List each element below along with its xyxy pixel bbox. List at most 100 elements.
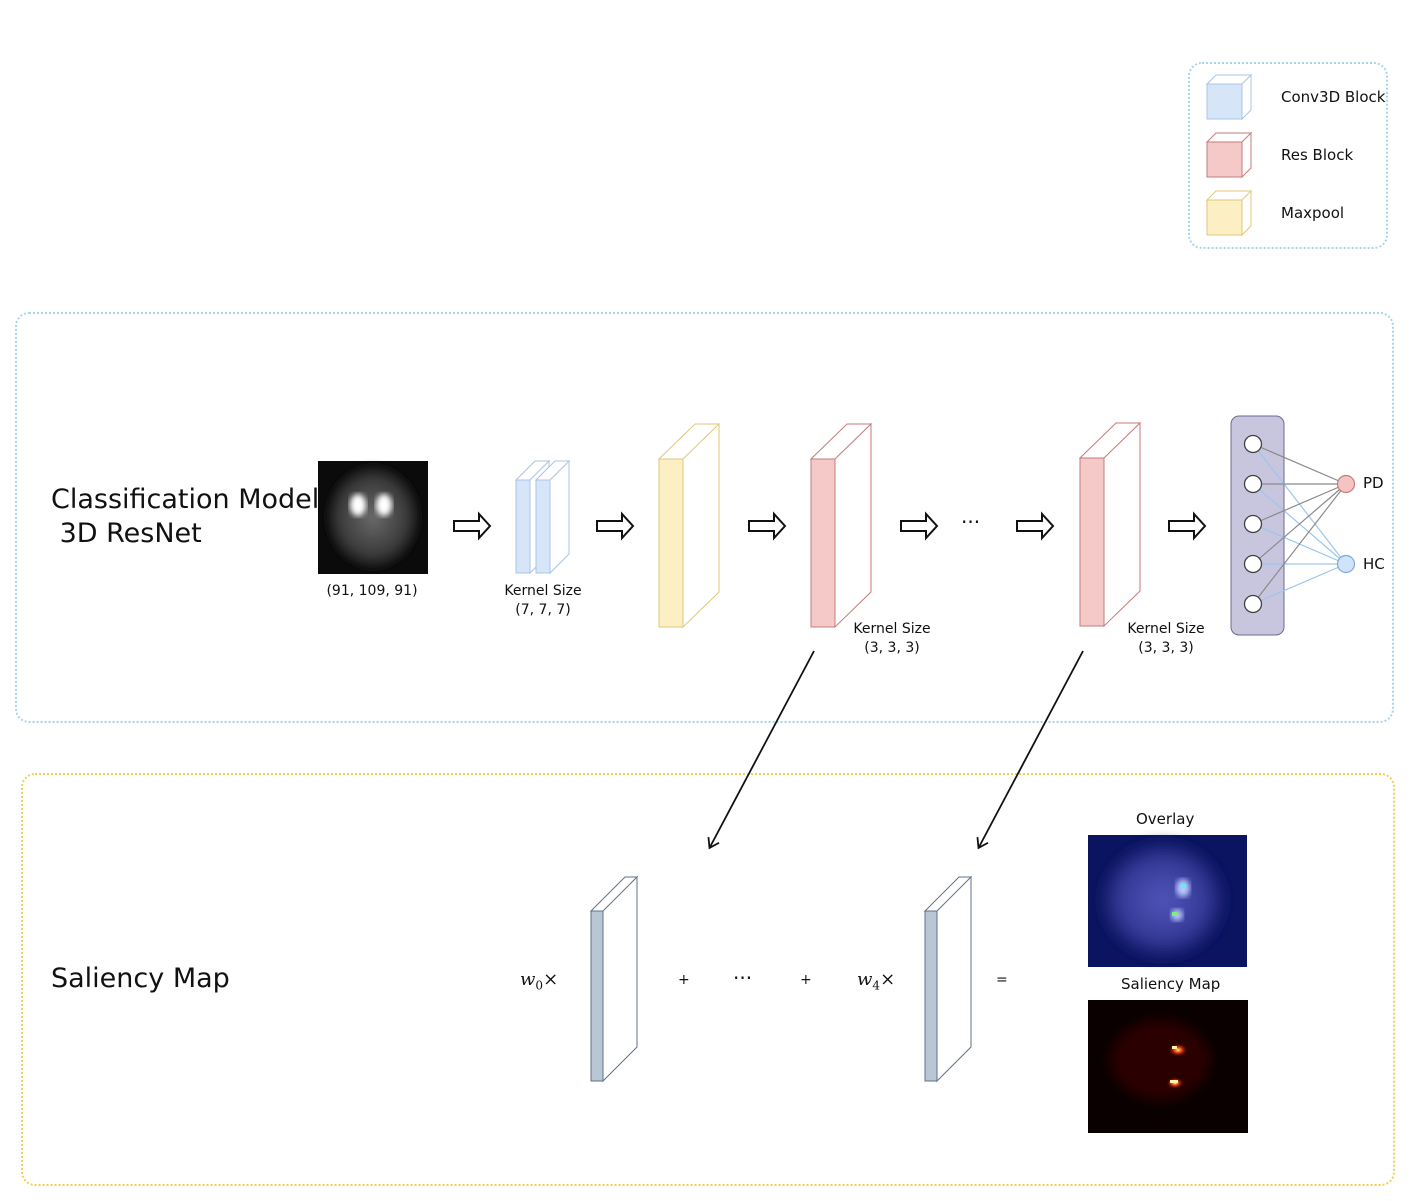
overlay-label: Overlay [1136, 810, 1195, 828]
res-block-2-sides [1078, 421, 1142, 628]
weight-w0-symbol: w [520, 969, 536, 990]
fc-input-node [1243, 514, 1263, 534]
conv3d-sides-2 [534, 459, 571, 575]
legend-cube-maxpool-front [1206, 199, 1243, 236]
conv-kernel-value: (7, 7, 7) [515, 602, 571, 618]
maxpool-front [658, 458, 684, 628]
overlay-pixel-2 [1172, 912, 1177, 916]
model-ellipsis: ··· [961, 510, 981, 534]
res-block-2-front [1079, 457, 1105, 627]
fc-input-node [1243, 554, 1263, 574]
fc-edge [1252, 483, 1347, 565]
conv3d-front-2 [535, 479, 551, 574]
maxpool-sides [657, 422, 721, 629]
classification-model-panel [15, 312, 1394, 723]
feature-map-1-sides [589, 875, 639, 1083]
weight-w0-subscript: 0 [535, 978, 544, 993]
legend-label-res-block: Res Block [1281, 146, 1354, 164]
fc-edge [1252, 563, 1347, 605]
overlay-pixel-1 [1182, 884, 1186, 888]
feature-map-4 [923, 875, 973, 1083]
conv-kernel-title: Kernel Size [504, 583, 582, 599]
res-block-1-front [810, 458, 836, 628]
fc-network [1230, 415, 1356, 636]
input-shape-label: (91, 109, 91) [326, 583, 418, 599]
fc-output-node-pd [1336, 474, 1356, 494]
saliency-hotspot-1 [1168, 1043, 1188, 1057]
legend-cube-res [1205, 131, 1253, 179]
fc-input-node [1243, 434, 1263, 454]
maxpool-block [657, 422, 721, 629]
saliency-ellipsis: ··· [733, 966, 753, 990]
saliency-glow [1110, 1020, 1210, 1100]
input-brain-image [318, 461, 428, 574]
output-label-pd: PD [1363, 474, 1384, 492]
fc-output-node-hc [1336, 554, 1356, 574]
plus-sign-1: + [678, 972, 690, 988]
flow-arrow-2 [596, 511, 635, 541]
striatum-left [350, 494, 366, 516]
striatum-right [376, 494, 392, 516]
res1-kernel-title: Kernel Size [853, 621, 931, 637]
feature-map-4-sides [923, 875, 973, 1083]
legend-label-maxpool: Maxpool [1281, 204, 1345, 222]
weight-w4: w4× [857, 969, 895, 993]
res-block-1 [809, 422, 873, 629]
res1-kernel-label: Kernel Size (3, 3, 3) [842, 620, 942, 658]
fc-input-node [1243, 594, 1263, 614]
fc-nodes [1243, 434, 1356, 614]
model-title: Classification Model 3D ResNet [51, 484, 320, 549]
equals-sign: = [996, 972, 1008, 988]
res2-kernel-value: (3, 3, 3) [1138, 640, 1194, 656]
saliency-title: Saliency Map [51, 963, 230, 994]
res1-kernel-value: (3, 3, 3) [864, 640, 920, 656]
flow-arrow-1 [453, 511, 492, 541]
legend-cube-conv3d [1205, 73, 1253, 121]
overlay-image [1088, 835, 1247, 967]
plus-sign-2: + [800, 972, 812, 988]
fc-input-node [1243, 474, 1263, 494]
fc-edge [1252, 483, 1347, 525]
legend-cube-maxpool [1205, 189, 1253, 237]
flow-arrow-3 [748, 511, 787, 541]
legend-label-conv3d: Conv3D Block [1281, 88, 1386, 106]
weight-w4-symbol: w [857, 969, 873, 990]
weight-w0: w0× [520, 969, 558, 993]
weight-w4-times: × [880, 969, 896, 990]
fc-edges [1252, 443, 1347, 605]
flow-arrow-5 [1016, 511, 1055, 541]
res-block-1-sides [809, 422, 873, 629]
weight-w4-subscript: 4 [872, 978, 881, 993]
overlay-brain [1101, 842, 1225, 958]
arrow-res1-to-feature-map [707, 650, 815, 850]
res2-kernel-label: Kernel Size (3, 3, 3) [1116, 620, 1216, 658]
flow-arrows [453, 511, 1207, 541]
weight-w0-times: × [543, 969, 559, 990]
res2-kernel-title: Kernel Size [1127, 621, 1205, 637]
saliency-pixel-1 [1172, 1046, 1177, 1049]
feature-map-1-front [590, 910, 604, 1082]
conv3d-front-1 [515, 479, 531, 574]
legend-cube-conv3d-front [1206, 83, 1243, 120]
brain-tissue [326, 465, 420, 569]
legend-cube-res-front [1206, 141, 1243, 178]
flow-arrow-4 [900, 511, 939, 541]
feature-map-1 [589, 875, 639, 1083]
flow-arrow-6 [1168, 511, 1207, 541]
legend-panel [1188, 62, 1388, 249]
saliency-map-panel [21, 773, 1395, 1186]
feature-map-4-front [924, 910, 938, 1082]
saliency-heatmap-image [1088, 1000, 1248, 1133]
fc-edge [1252, 483, 1347, 605]
legend-cube-res-sides [1205, 131, 1253, 179]
arrow-res2-to-feature-map [976, 650, 1084, 850]
saliency-image-label: Saliency Map [1121, 975, 1221, 993]
legend-cube-maxpool-sides [1205, 189, 1253, 237]
fc-edge [1252, 443, 1347, 485]
saliency-pixel-2 [1170, 1080, 1178, 1083]
output-label-hc: HC [1363, 555, 1385, 573]
conv-kernel-label: Kernel Size (7, 7, 7) [493, 582, 593, 620]
res-block-2 [1078, 421, 1142, 628]
legend-cube-conv3d-sides [1205, 73, 1253, 121]
